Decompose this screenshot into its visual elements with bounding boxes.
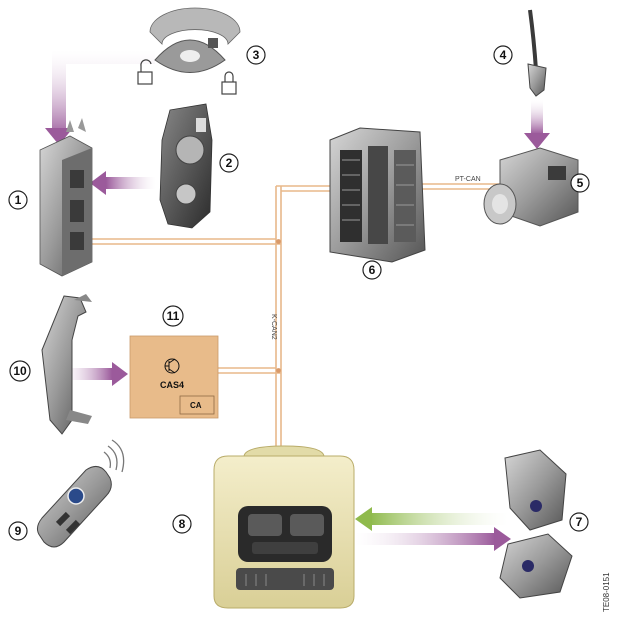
cas4-label: CAS4 [160, 380, 184, 390]
padlock-locked-icon [221, 71, 237, 95]
callout-9: 9 [8, 521, 28, 541]
arrow-2-to-1 [90, 171, 156, 195]
callout-10-number: 10 [13, 364, 27, 378]
callout-8: 8 [172, 514, 192, 534]
callout-1: 1 [8, 190, 28, 210]
transistor-symbol-icon [164, 358, 180, 374]
callout-7: 7 [569, 512, 589, 532]
callout-2: 2 [219, 153, 239, 173]
bus-wiring [88, 183, 500, 455]
callout-10: 10 [9, 360, 31, 382]
component-2-door-lock [159, 103, 213, 229]
component-10-door-handle [41, 294, 92, 435]
callout-11-number: 11 [167, 309, 180, 323]
component-7-drive-motors [499, 449, 573, 599]
component-1-control-module [39, 118, 93, 277]
callout-4-number: 4 [500, 48, 507, 62]
padlock-unlocked-icon [137, 59, 153, 85]
component-5-hydraulic-unit [483, 147, 579, 227]
wireless-signal-icon [103, 439, 125, 473]
callout-8-number: 8 [179, 517, 186, 531]
callout-2-number: 2 [226, 156, 233, 170]
pt-can-label: PT-CAN [455, 176, 481, 183]
callout-6-number: 6 [369, 263, 376, 277]
callout-9-number: 9 [15, 524, 22, 538]
arrow-8-to-7 [355, 527, 511, 551]
callout-7-number: 7 [576, 515, 583, 529]
arrow-4-to-5 [524, 100, 550, 149]
arrow-3-to-1 [45, 50, 155, 145]
component-6-junction-box [329, 127, 426, 263]
component-9-key-fob [36, 439, 125, 548]
callout-1-number: 1 [15, 193, 22, 207]
callout-6: 6 [362, 260, 382, 280]
component-8-roof-module [213, 445, 355, 609]
component-4-sensor [527, 9, 547, 97]
callout-11: 11 [162, 305, 184, 327]
component-3-lock-cylinder [137, 7, 241, 95]
callout-4: 4 [493, 45, 513, 65]
callout-3-number: 3 [253, 48, 260, 62]
ca-label: CA [190, 401, 202, 410]
document-id: TE08-0151 [602, 572, 611, 612]
arrow-7-to-8 [355, 507, 508, 531]
k-can2-label: K-CAN2 [270, 314, 277, 340]
bus-junctions [276, 239, 281, 373]
callout-3: 3 [246, 45, 266, 65]
callout-5: 5 [570, 173, 590, 193]
callout-5-number: 5 [577, 176, 584, 190]
arrow-10-to-11 [62, 362, 128, 386]
component-11-cas4-module: CAS4 CA [129, 335, 219, 419]
